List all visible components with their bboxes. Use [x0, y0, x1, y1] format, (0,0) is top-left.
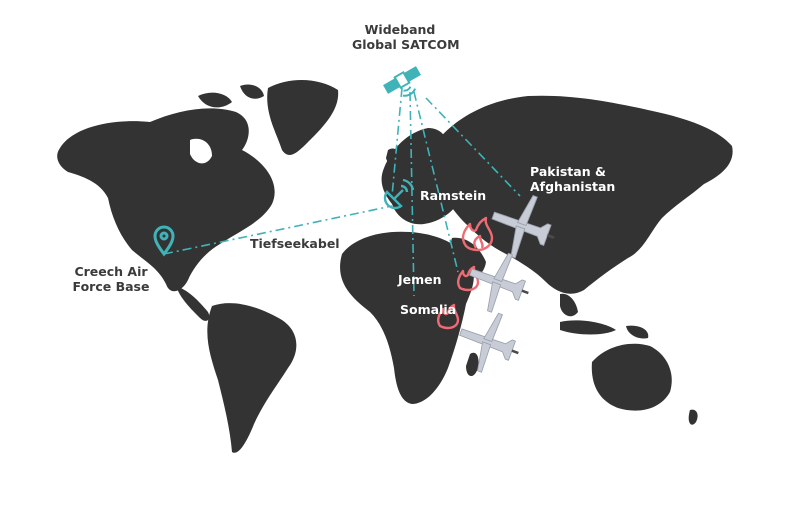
satellite-to-yemen-link: [413, 91, 459, 273]
satcom-label-line2: Global SATCOM: [352, 37, 460, 52]
satellite-dish-icon: [383, 178, 415, 210]
asia: [429, 95, 733, 294]
location-pin-icon: [153, 225, 175, 257]
central-america: [176, 286, 210, 321]
africa: [340, 231, 474, 404]
pakistan-label-line1: Pakistan &: [530, 164, 606, 179]
cable-label: Tiefseekabel: [250, 236, 340, 251]
fire-icon: [461, 216, 494, 252]
north-america: [57, 108, 275, 292]
somalia-label: Somalia: [400, 302, 457, 317]
satellite-icon: [383, 66, 421, 97]
fire-icon: [436, 303, 460, 330]
satellite-to-pakistan-link: [425, 97, 521, 197]
satellite-to-africa-link: [409, 91, 415, 297]
satcom-label-line1: Wideband: [364, 22, 436, 37]
creech-label: Creech Air Force Base: [66, 264, 156, 294]
greenland: [267, 79, 339, 155]
australia: [591, 343, 672, 411]
yemen-label: Jemen: [398, 272, 442, 287]
tiefseekabel-link: [163, 205, 393, 255]
ramstein-label: Ramstein: [420, 188, 487, 203]
fire-icon: [456, 265, 480, 292]
pakistan-label-line2: Afghanistan: [530, 179, 616, 194]
south-america: [207, 303, 297, 453]
fire-icons: [436, 216, 494, 330]
creech-label-line1: Creech Air: [74, 264, 148, 279]
world-map: [57, 79, 733, 453]
creech-label-line2: Force Base: [72, 279, 150, 294]
satcom-label: Wideband Global SATCOM: [352, 22, 460, 52]
pakistan-label: Pakistan & Afghanistan: [530, 164, 615, 194]
satellite-to-ramstein-link: [391, 87, 403, 197]
communication-links: [163, 87, 521, 297]
